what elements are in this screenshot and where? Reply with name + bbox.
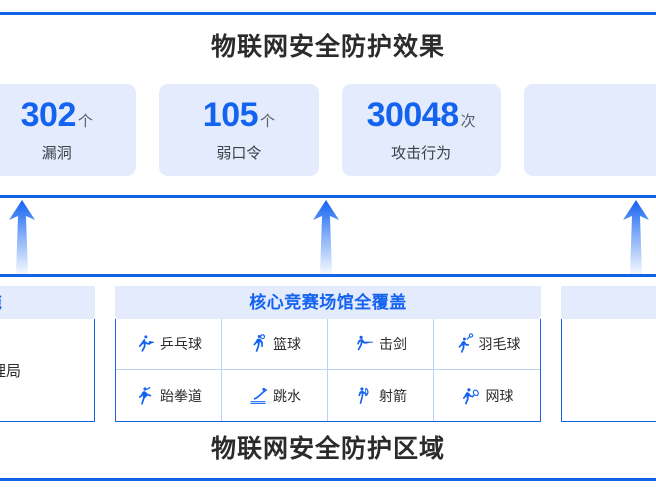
table-tennis-icon <box>135 333 155 355</box>
stat-unit: 次 <box>460 112 476 130</box>
zone-card-header: 核心竞赛场馆全覆盖 <box>115 286 541 319</box>
diving-icon <box>248 385 268 407</box>
sport-name: 跆拳道 <box>160 387 202 404</box>
taekwondo-icon <box>135 385 155 407</box>
zone-card-body: 国 <box>561 319 656 422</box>
sport-cell-badminton[interactable]: 羽毛球 <box>434 319 540 370</box>
divider-lower-band <box>0 274 656 277</box>
stat-card-weak-passwords[interactable]: 105 个 弱口令 <box>159 84 319 176</box>
stat-value-line: 30048 次 <box>367 98 476 132</box>
fencing-icon <box>354 333 374 355</box>
arrow-up-icon <box>616 198 656 274</box>
sport-cell-basketball[interactable]: 篮球 <box>222 319 328 370</box>
divider-bottom <box>0 478 656 481</box>
zone-card-body: 通管理局 <box>0 319 95 422</box>
stats-row: 302 个 漏洞 105 个 弱口令 30048 次 攻击行为 <box>0 84 656 176</box>
tennis-icon <box>461 385 481 407</box>
basketball-icon <box>248 333 268 355</box>
zone-card-header: 1个 <box>561 286 656 319</box>
badminton-icon <box>454 333 474 355</box>
stat-number: 30048 <box>366 95 460 134</box>
sport-name: 跳水 <box>273 387 301 404</box>
arrow-band <box>0 198 656 274</box>
sport-cell-diving[interactable]: 跳水 <box>222 370 328 421</box>
sport-cell-taekwondo[interactable]: 跆拳道 <box>116 370 222 421</box>
org-label: 通管理局 <box>0 362 21 380</box>
stat-label: 攻击行为 <box>391 144 452 162</box>
sport-name: 射箭 <box>379 387 407 404</box>
sport-name: 乒乓球 <box>160 336 202 352</box>
sport-name: 网球 <box>485 387 514 404</box>
upper-section-title: 物联网安全防护效果 <box>210 33 445 61</box>
stat-value-line: 302 个 <box>21 98 93 132</box>
stat-unit: 个 <box>77 112 93 130</box>
stat-value-line: 105 个 <box>203 98 275 132</box>
divider-top <box>0 12 656 15</box>
sport-cell-archery[interactable]: 射箭 <box>328 370 434 421</box>
stat-label: 漏洞 <box>41 144 72 162</box>
zone-cards-row: 础设施 通管理局 核心竞赛场馆全覆盖 <box>0 286 656 422</box>
zone-card-venues[interactable]: 核心竞赛场馆全覆盖 乒乓球 <box>115 286 541 422</box>
stat-label: 弱口令 <box>216 144 262 162</box>
arrow-up-icon <box>306 198 346 274</box>
stat-card-vulnerabilities[interactable]: 302 个 漏洞 <box>0 84 137 176</box>
sport-cell-fencing[interactable]: 击剑 <box>328 319 434 370</box>
sport-cell-table-tennis[interactable]: 乒乓球 <box>116 319 222 370</box>
stat-number: 105 <box>202 95 259 134</box>
sport-cell-tennis[interactable]: 网球 <box>434 370 540 421</box>
zone-card-header: 础设施 <box>0 286 95 319</box>
stat-card-attacks[interactable]: 30048 次 攻击行为 <box>341 84 501 176</box>
zone-card-infrastructure[interactable]: 础设施 通管理局 <box>0 286 95 422</box>
arrow-up-icon <box>2 198 42 274</box>
stat-card-partial-right-1 <box>523 84 656 176</box>
zone-card-body: 乒乓球 篮球 <box>115 319 541 422</box>
sport-name: 击剑 <box>379 336 407 352</box>
zone-card-landmark[interactable]: 1个 国 <box>561 286 656 422</box>
sport-name: 羽毛球 <box>478 336 521 352</box>
sport-grid: 乒乓球 篮球 <box>116 319 540 421</box>
archery-icon <box>354 385 374 407</box>
lower-section-title: 物联网安全防护区域 <box>210 435 445 463</box>
sport-name: 篮球 <box>273 336 301 352</box>
divider-upper-band <box>0 195 656 198</box>
stat-number: 302 <box>20 95 77 134</box>
stat-unit: 个 <box>260 112 276 130</box>
